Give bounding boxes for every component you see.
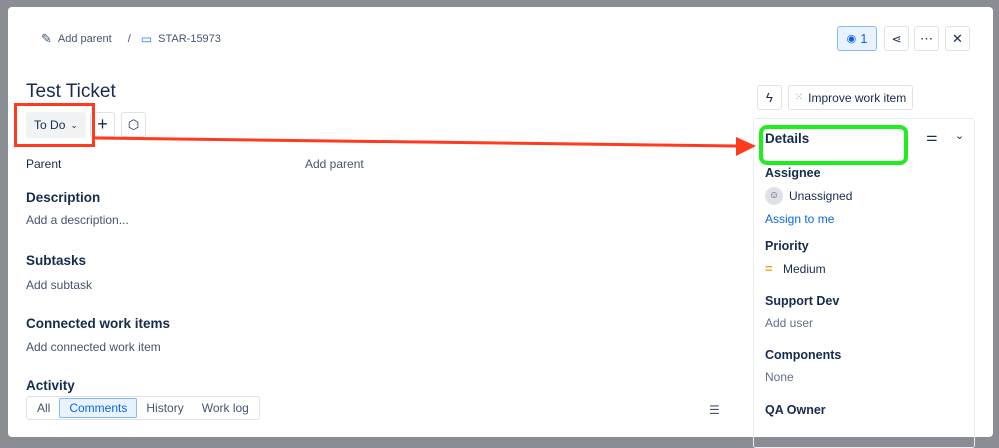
tab-comments[interactable]: Comments [59, 398, 138, 418]
sort-icon[interactable]: ☰ [709, 403, 720, 417]
connected-heading: Connected work items [26, 316, 171, 331]
add-connected-link[interactable]: Add connected work item [26, 340, 161, 354]
add-subtask-link[interactable]: Add subtask [26, 278, 93, 292]
priority-medium-icon: = [765, 261, 773, 276]
watch-count: 1 [860, 31, 868, 46]
status-label: To Do [34, 118, 66, 132]
sparkle-icon: ⁙ [794, 92, 804, 103]
parent-label: Parent [26, 157, 62, 171]
support-dev-value[interactable]: Add user [765, 316, 814, 330]
status-dropdown[interactable]: To Do ⌄ [26, 112, 86, 138]
breadcrumb: ✎ Add parent / ▭ STAR-15973 [41, 31, 221, 47]
close-button[interactable]: ✕ [945, 26, 970, 51]
annotation-arrow [94, 136, 756, 156]
parent-value[interactable]: Add parent [305, 157, 364, 171]
annotation-red-box [14, 103, 95, 147]
work-item-key-link[interactable]: STAR-15973 [158, 33, 221, 45]
eye-icon: ◉ [846, 33, 857, 45]
assignee-label: Assignee [765, 166, 821, 180]
add-parent-link[interactable]: Add parent [57, 33, 112, 45]
support-dev-label: Support Dev [765, 294, 840, 308]
watch-button[interactable]: ◉1 [837, 26, 877, 51]
lightning-icon: ϟ [766, 90, 773, 105]
share-button[interactable]: ⋖ [884, 26, 909, 51]
work-item-type-icon: ▭ [140, 32, 153, 46]
priority-label: Priority [765, 239, 809, 253]
edit-icon: ✎ [41, 31, 52, 46]
subtasks-heading: Subtasks [26, 253, 87, 268]
more-button[interactable]: ⋯ [914, 26, 939, 51]
more-icon: ⋯ [920, 30, 933, 46]
tab-history[interactable]: History [146, 401, 184, 415]
close-icon: ✕ [952, 30, 963, 46]
work-item-modal: ✎ Add parent / ▭ STAR-15973 ◉1 ⋖ ⋯ ✕ Tes… [8, 7, 993, 448]
plus-icon: + [97, 114, 108, 134]
details-panel: Details ⚌ ⌄ Assignee ☺ Unassigned Assign… [753, 118, 975, 448]
qa-owner-label: QA Owner [765, 403, 826, 417]
annotation-green-box [759, 125, 908, 165]
tab-work-log[interactable]: Work log [201, 401, 249, 415]
description-field[interactable]: Add a description... [26, 213, 129, 227]
activity-tabs: All Comments History Work log [26, 396, 260, 420]
tab-all[interactable]: All [37, 401, 51, 415]
activity-heading: Activity [26, 378, 75, 393]
page-title: Test Ticket [26, 81, 116, 102]
apps-button[interactable]: ⬡ [121, 112, 146, 137]
chevron-down-icon[interactable]: ⌄ [955, 130, 965, 142]
hexagon-gear-icon: ⬡ [127, 116, 140, 132]
chevron-down-icon: ⌄ [70, 119, 78, 130]
assign-to-me-link[interactable]: Assign to me [765, 212, 835, 226]
components-value[interactable]: None [765, 370, 794, 384]
assignee-value[interactable]: Unassigned [789, 189, 853, 203]
share-icon: ⋖ [891, 31, 902, 46]
automation-button[interactable]: ϟ [757, 85, 782, 110]
avatar: ☺ [765, 187, 783, 205]
improve-label: Improve work item [808, 90, 907, 105]
configure-icon[interactable]: ⚌ [926, 129, 938, 144]
improve-work-item-button[interactable]: ⁙ Improve work item [788, 85, 913, 110]
breadcrumb-separator: / [127, 33, 131, 45]
description-heading: Description [26, 190, 101, 205]
details-heading[interactable]: Details [765, 131, 810, 146]
priority-value[interactable]: Medium [783, 262, 826, 276]
components-label: Components [765, 348, 842, 362]
